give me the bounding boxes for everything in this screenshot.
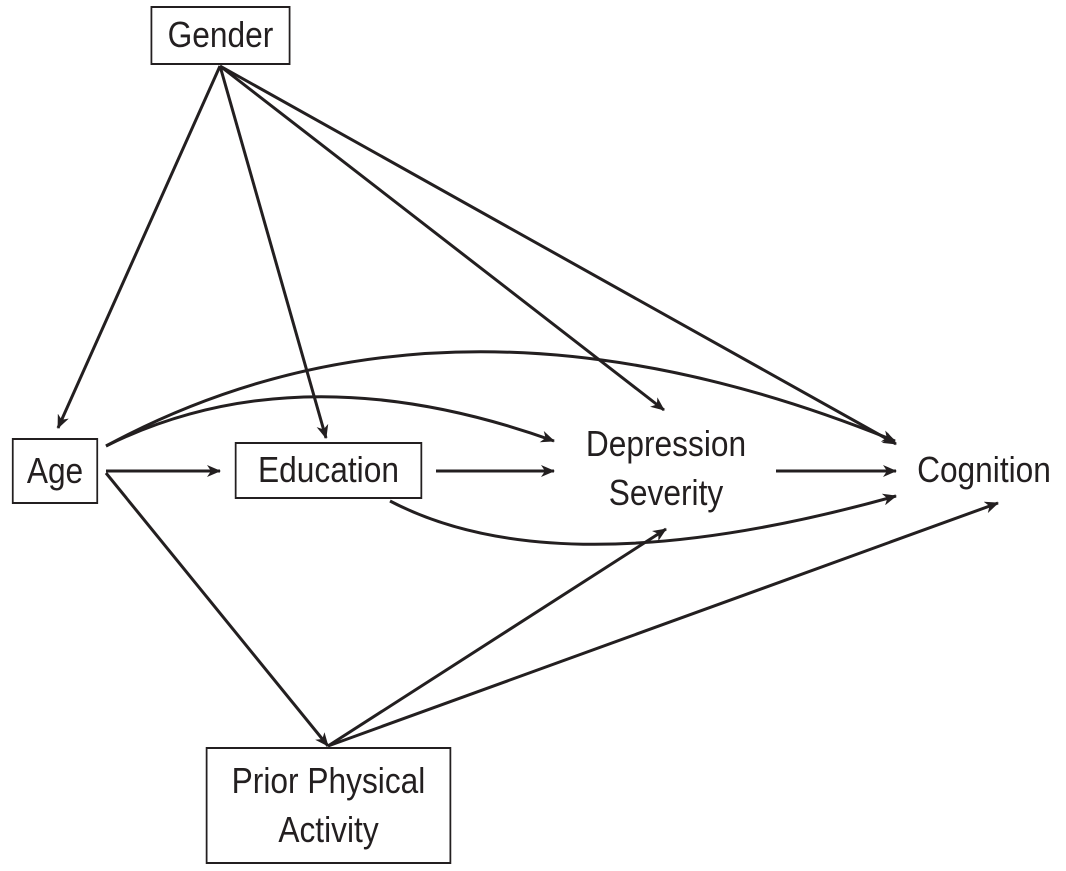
- node-prior-physical-activity: Prior Physical Activity: [205, 747, 452, 864]
- node-cognition-label: Cognition: [917, 448, 1051, 490]
- node-activity-line1: Prior Physical: [231, 759, 426, 801]
- node-depression-line1: Depression: [585, 423, 747, 465]
- edge-age-activity: [104, 472, 330, 747]
- node-education: Education: [234, 442, 423, 499]
- node-activity-line2: Activity: [278, 808, 379, 850]
- node-gender: Gender: [150, 6, 291, 65]
- edge-gender-depression: [219, 64, 665, 412]
- node-gender-label: Gender: [167, 14, 274, 56]
- node-education-label: Education: [258, 449, 399, 491]
- edge-activity-depression: [327, 527, 667, 748]
- edge-age-cognition: [105, 350, 896, 448]
- edge-age-depression: [105, 395, 555, 448]
- node-depression-line2: Severity: [608, 472, 724, 513]
- node-depression-severity: Depression Severity: [569, 416, 763, 522]
- node-age-label: Age: [26, 449, 84, 491]
- edge-gender-education: [218, 65, 329, 439]
- node-cognition: Cognition: [914, 444, 1055, 496]
- edge-education-cognition: [389, 493, 897, 546]
- edge-gender-cognition: [219, 64, 897, 446]
- edge-activity-cognition: [327, 501, 999, 748]
- edge-gender-age: [56, 65, 222, 429]
- node-age: Age: [11, 438, 99, 504]
